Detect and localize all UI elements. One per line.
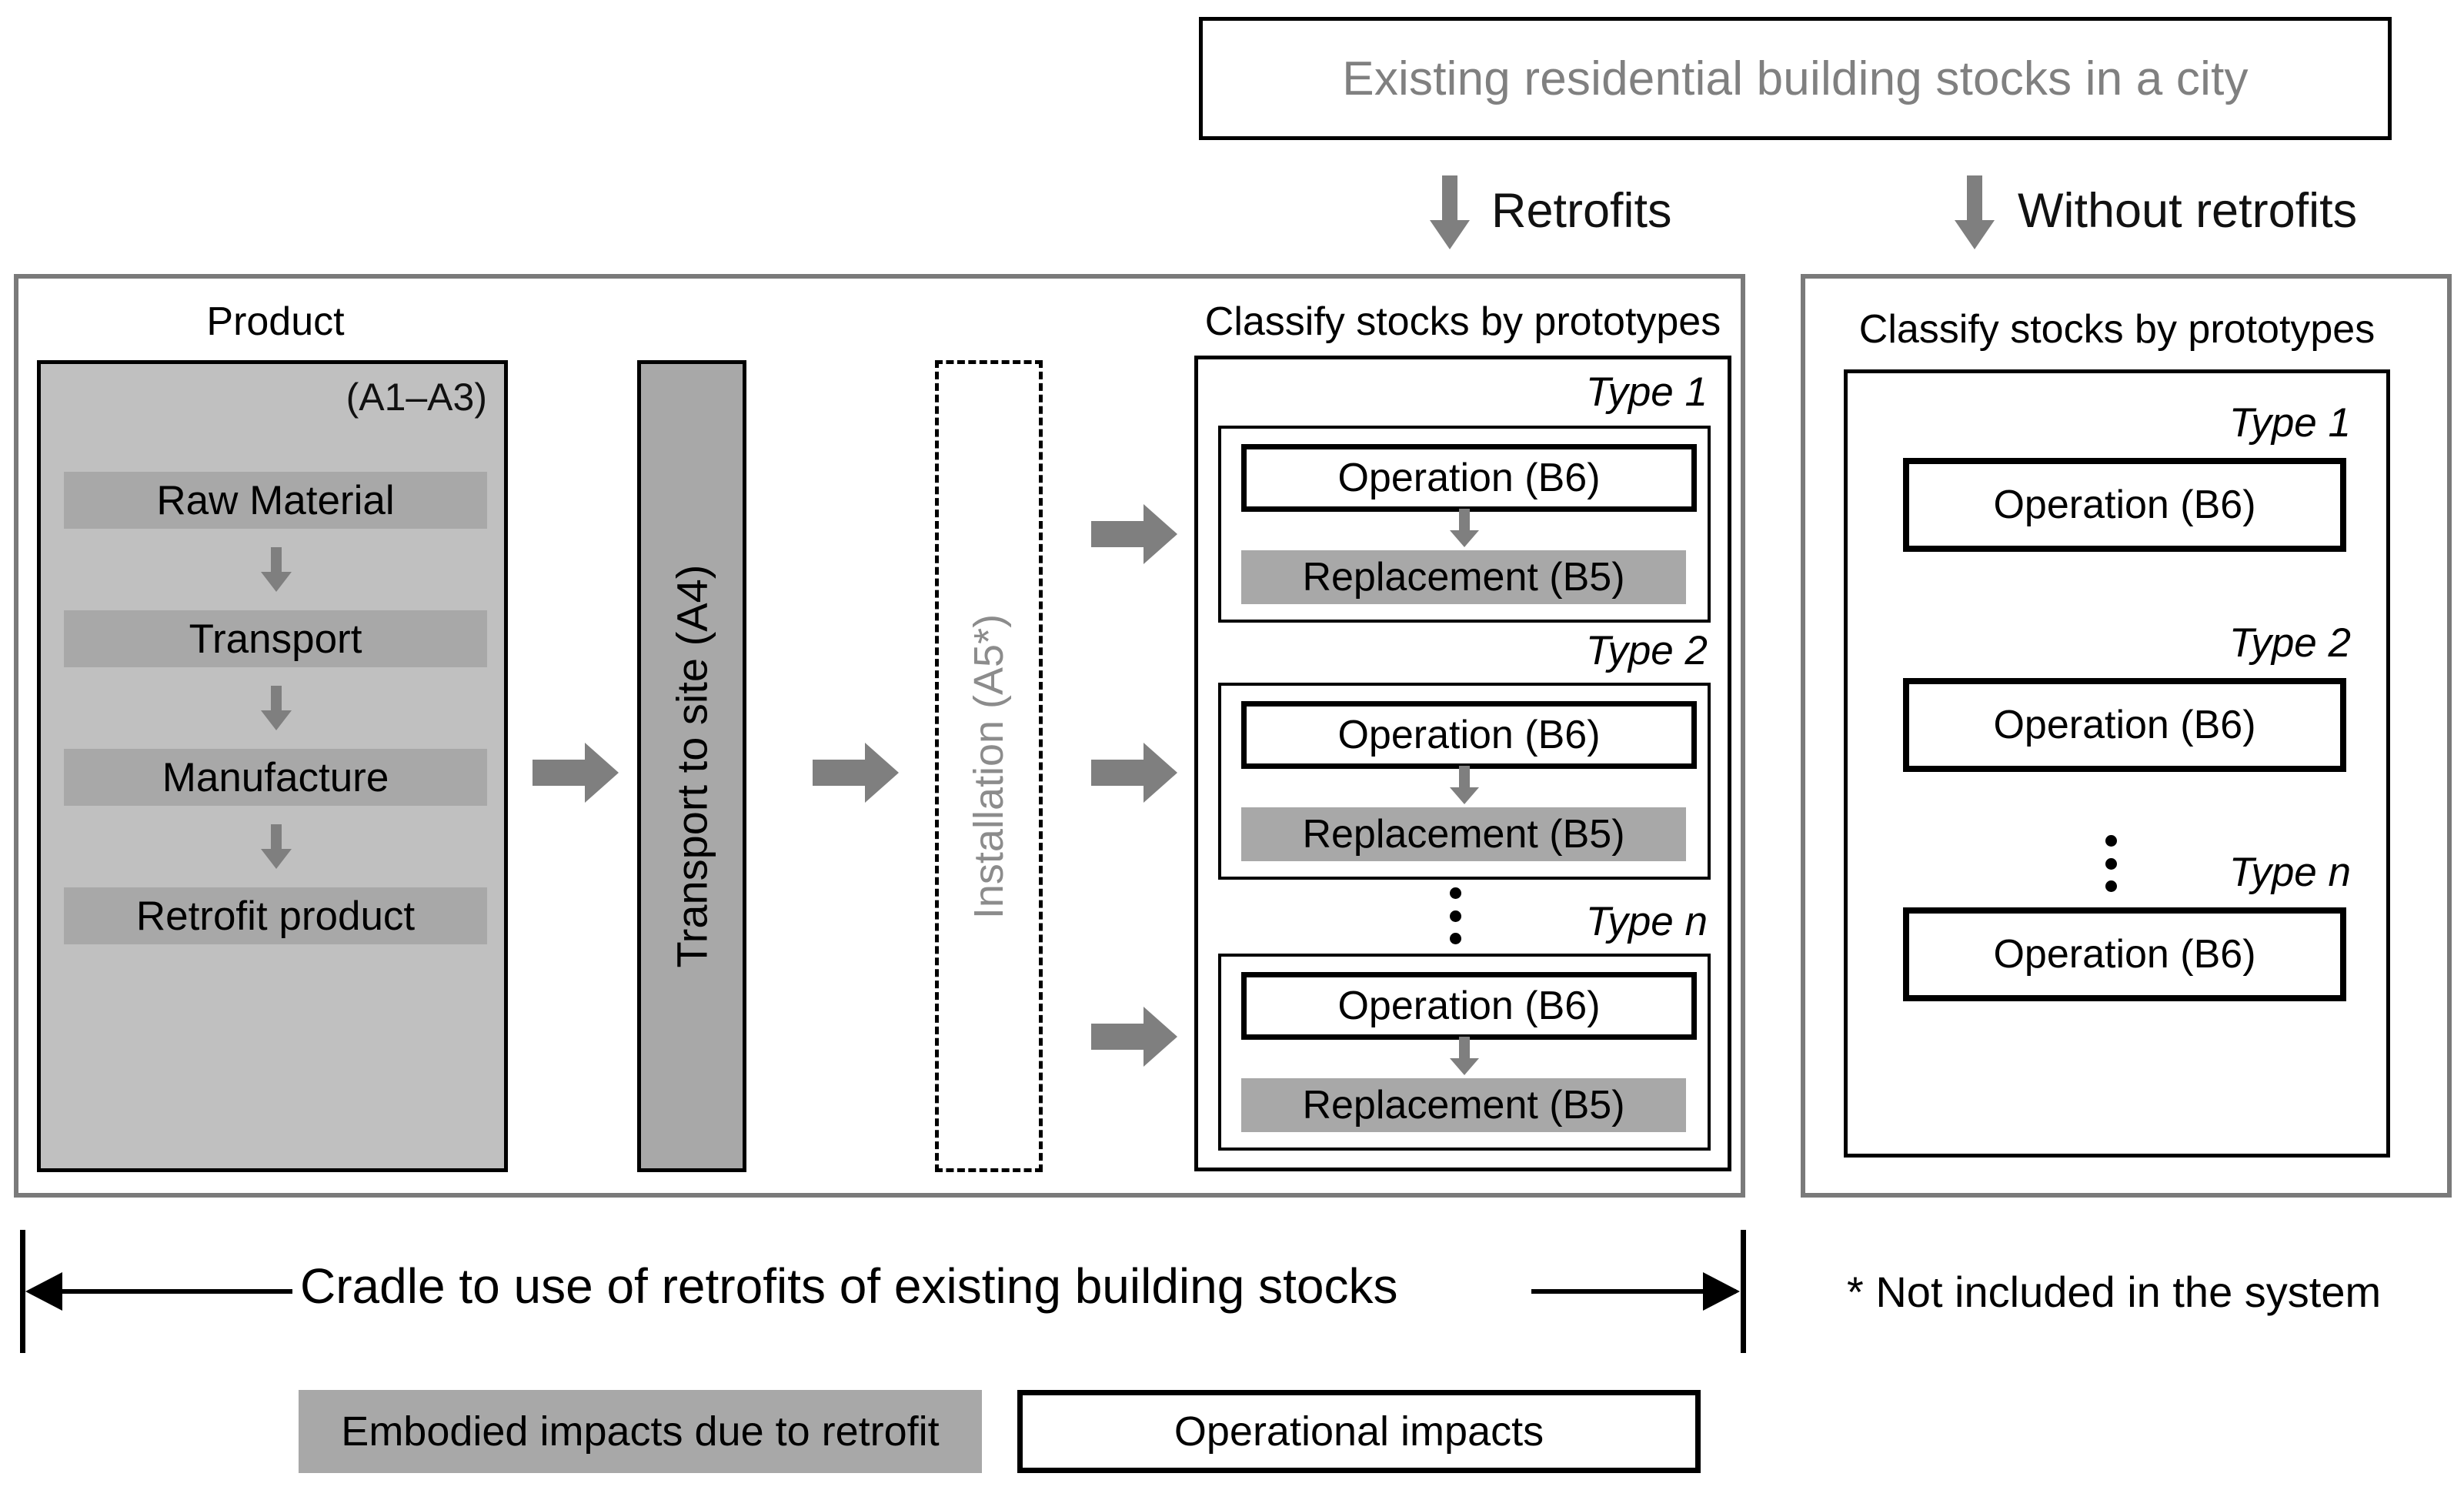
operation-to-replacement-arrow-n: [1221, 1037, 1708, 1075]
stage-transport: Transport: [64, 610, 487, 667]
stage-raw-material: Raw Material: [64, 472, 487, 529]
type-label-2-left: Type 2: [1585, 628, 1708, 673]
product-module-code: (A1–A3): [346, 376, 487, 419]
type-label-1-left: Type 1: [1585, 369, 1708, 415]
type-label-2-right: Type 2: [2229, 620, 2351, 666]
flow-arrow-to-type-n: [1091, 1007, 1177, 1071]
classify-stocks-box-left: Type 1 Operation (B6) Replacement (B5) T…: [1194, 356, 1731, 1171]
operation-to-replacement-arrow-2: [1221, 766, 1708, 804]
scope-line-left: [62, 1289, 292, 1294]
retrofits-branch-arrow: [1430, 175, 1470, 253]
classify-stocks-box-right: Type 1 Operation (B6) Type 2 Operation (…: [1844, 369, 2390, 1158]
scope-arrowhead-right-icon: [1703, 1272, 1740, 1311]
down-arrow-icon: [1430, 175, 1470, 249]
scope-line-right: [1531, 1289, 1736, 1294]
transport-to-site-label: Transport to site (A4): [667, 564, 716, 968]
vertical-ellipsis-left: [1449, 887, 1461, 944]
header-title: Existing residential building stocks in …: [1342, 52, 2249, 105]
replacement-bar-type-1-left: Replacement (B5): [1241, 550, 1686, 604]
legend-embodied-impacts: Embodied impacts due to retrofit: [299, 1390, 982, 1473]
operation-to-replacement-arrow-1: [1221, 509, 1708, 547]
right-arrow-icon: [1091, 1007, 1177, 1067]
down-arrow-icon: [1955, 175, 1995, 249]
replacement-bar-type-2-left: Replacement (B5): [1241, 807, 1686, 861]
product-caption: Product: [206, 299, 345, 344]
scope-span-label: Cradle to use of retrofits of existing b…: [300, 1258, 1398, 1314]
stage-connector-3: [41, 824, 512, 869]
classify-caption-right: Classify stocks by prototypes: [1858, 307, 2376, 352]
product-stage-box: (A1–A3) Raw Material Transport Manufactu…: [37, 360, 508, 1172]
legend-embodied-label: Embodied impacts due to retrofit: [341, 1408, 940, 1455]
flow-arrow-to-type-2: [1091, 743, 1177, 807]
type-group-2-left: Operation (B6) Replacement (B5): [1218, 683, 1711, 880]
type-group-1-left: Operation (B6) Replacement (B5): [1218, 426, 1711, 623]
stage-connector-2: [41, 686, 512, 730]
flow-arrow-to-type-1: [1091, 504, 1177, 568]
scope-arrowhead-left-icon: [25, 1272, 62, 1311]
scope-endcap-left: [20, 1230, 25, 1353]
operation-box-type-n-right: Operation (B6): [1903, 907, 2346, 1001]
system-footnote: * Not included in the system: [1847, 1268, 2382, 1316]
operation-box-type-n-left: Operation (B6): [1241, 972, 1697, 1040]
right-arrow-icon: [533, 743, 619, 803]
type-label-n-left: Type n: [1585, 899, 1708, 944]
operation-box-type-1-left: Operation (B6): [1241, 444, 1697, 512]
stage-retrofit-product: Retrofit product: [64, 887, 487, 944]
vertical-ellipsis-right: [2105, 835, 2117, 892]
right-arrow-icon: [1091, 743, 1177, 803]
scope-endcap-right: [1741, 1230, 1746, 1353]
type-label-1-right: Type 1: [2229, 400, 2351, 446]
transport-to-site-box: Transport to site (A4): [637, 360, 746, 1172]
down-arrow-icon: [1450, 509, 1479, 547]
flow-arrow-product-to-transport: [533, 743, 619, 807]
classify-caption-left: Classify stocks by prototypes: [1204, 299, 1721, 344]
type-label-n-right: Type n: [2229, 850, 2351, 895]
down-arrow-icon: [261, 824, 292, 869]
right-arrow-icon: [813, 743, 899, 803]
down-arrow-icon: [261, 686, 292, 730]
down-arrow-icon: [1450, 766, 1479, 804]
stage-manufacture: Manufacture: [64, 749, 487, 806]
flow-arrow-transport-to-installation: [813, 743, 899, 807]
operation-box-type-2-left: Operation (B6): [1241, 701, 1697, 769]
without-retrofits-label: Without retrofits: [2018, 184, 2358, 238]
installation-label: Installation (A5*): [966, 613, 1013, 919]
down-arrow-icon: [1450, 1037, 1479, 1075]
operation-box-type-1-right: Operation (B6): [1903, 458, 2346, 552]
down-arrow-icon: [261, 547, 292, 592]
without-retrofits-branch-arrow: [1955, 175, 1995, 253]
legend-operational-impacts: Operational impacts: [1017, 1390, 1701, 1473]
installation-box: Installation (A5*): [935, 360, 1043, 1172]
header-box: Existing residential building stocks in …: [1199, 17, 2392, 140]
right-arrow-icon: [1091, 504, 1177, 564]
legend-operational-label: Operational impacts: [1174, 1408, 1544, 1455]
stage-connector-1: [41, 547, 512, 592]
replacement-bar-type-n-left: Replacement (B5): [1241, 1078, 1686, 1132]
retrofits-label: Retrofits: [1491, 184, 1672, 238]
operation-box-type-2-right: Operation (B6): [1903, 678, 2346, 772]
type-group-n-left: Operation (B6) Replacement (B5): [1218, 954, 1711, 1151]
